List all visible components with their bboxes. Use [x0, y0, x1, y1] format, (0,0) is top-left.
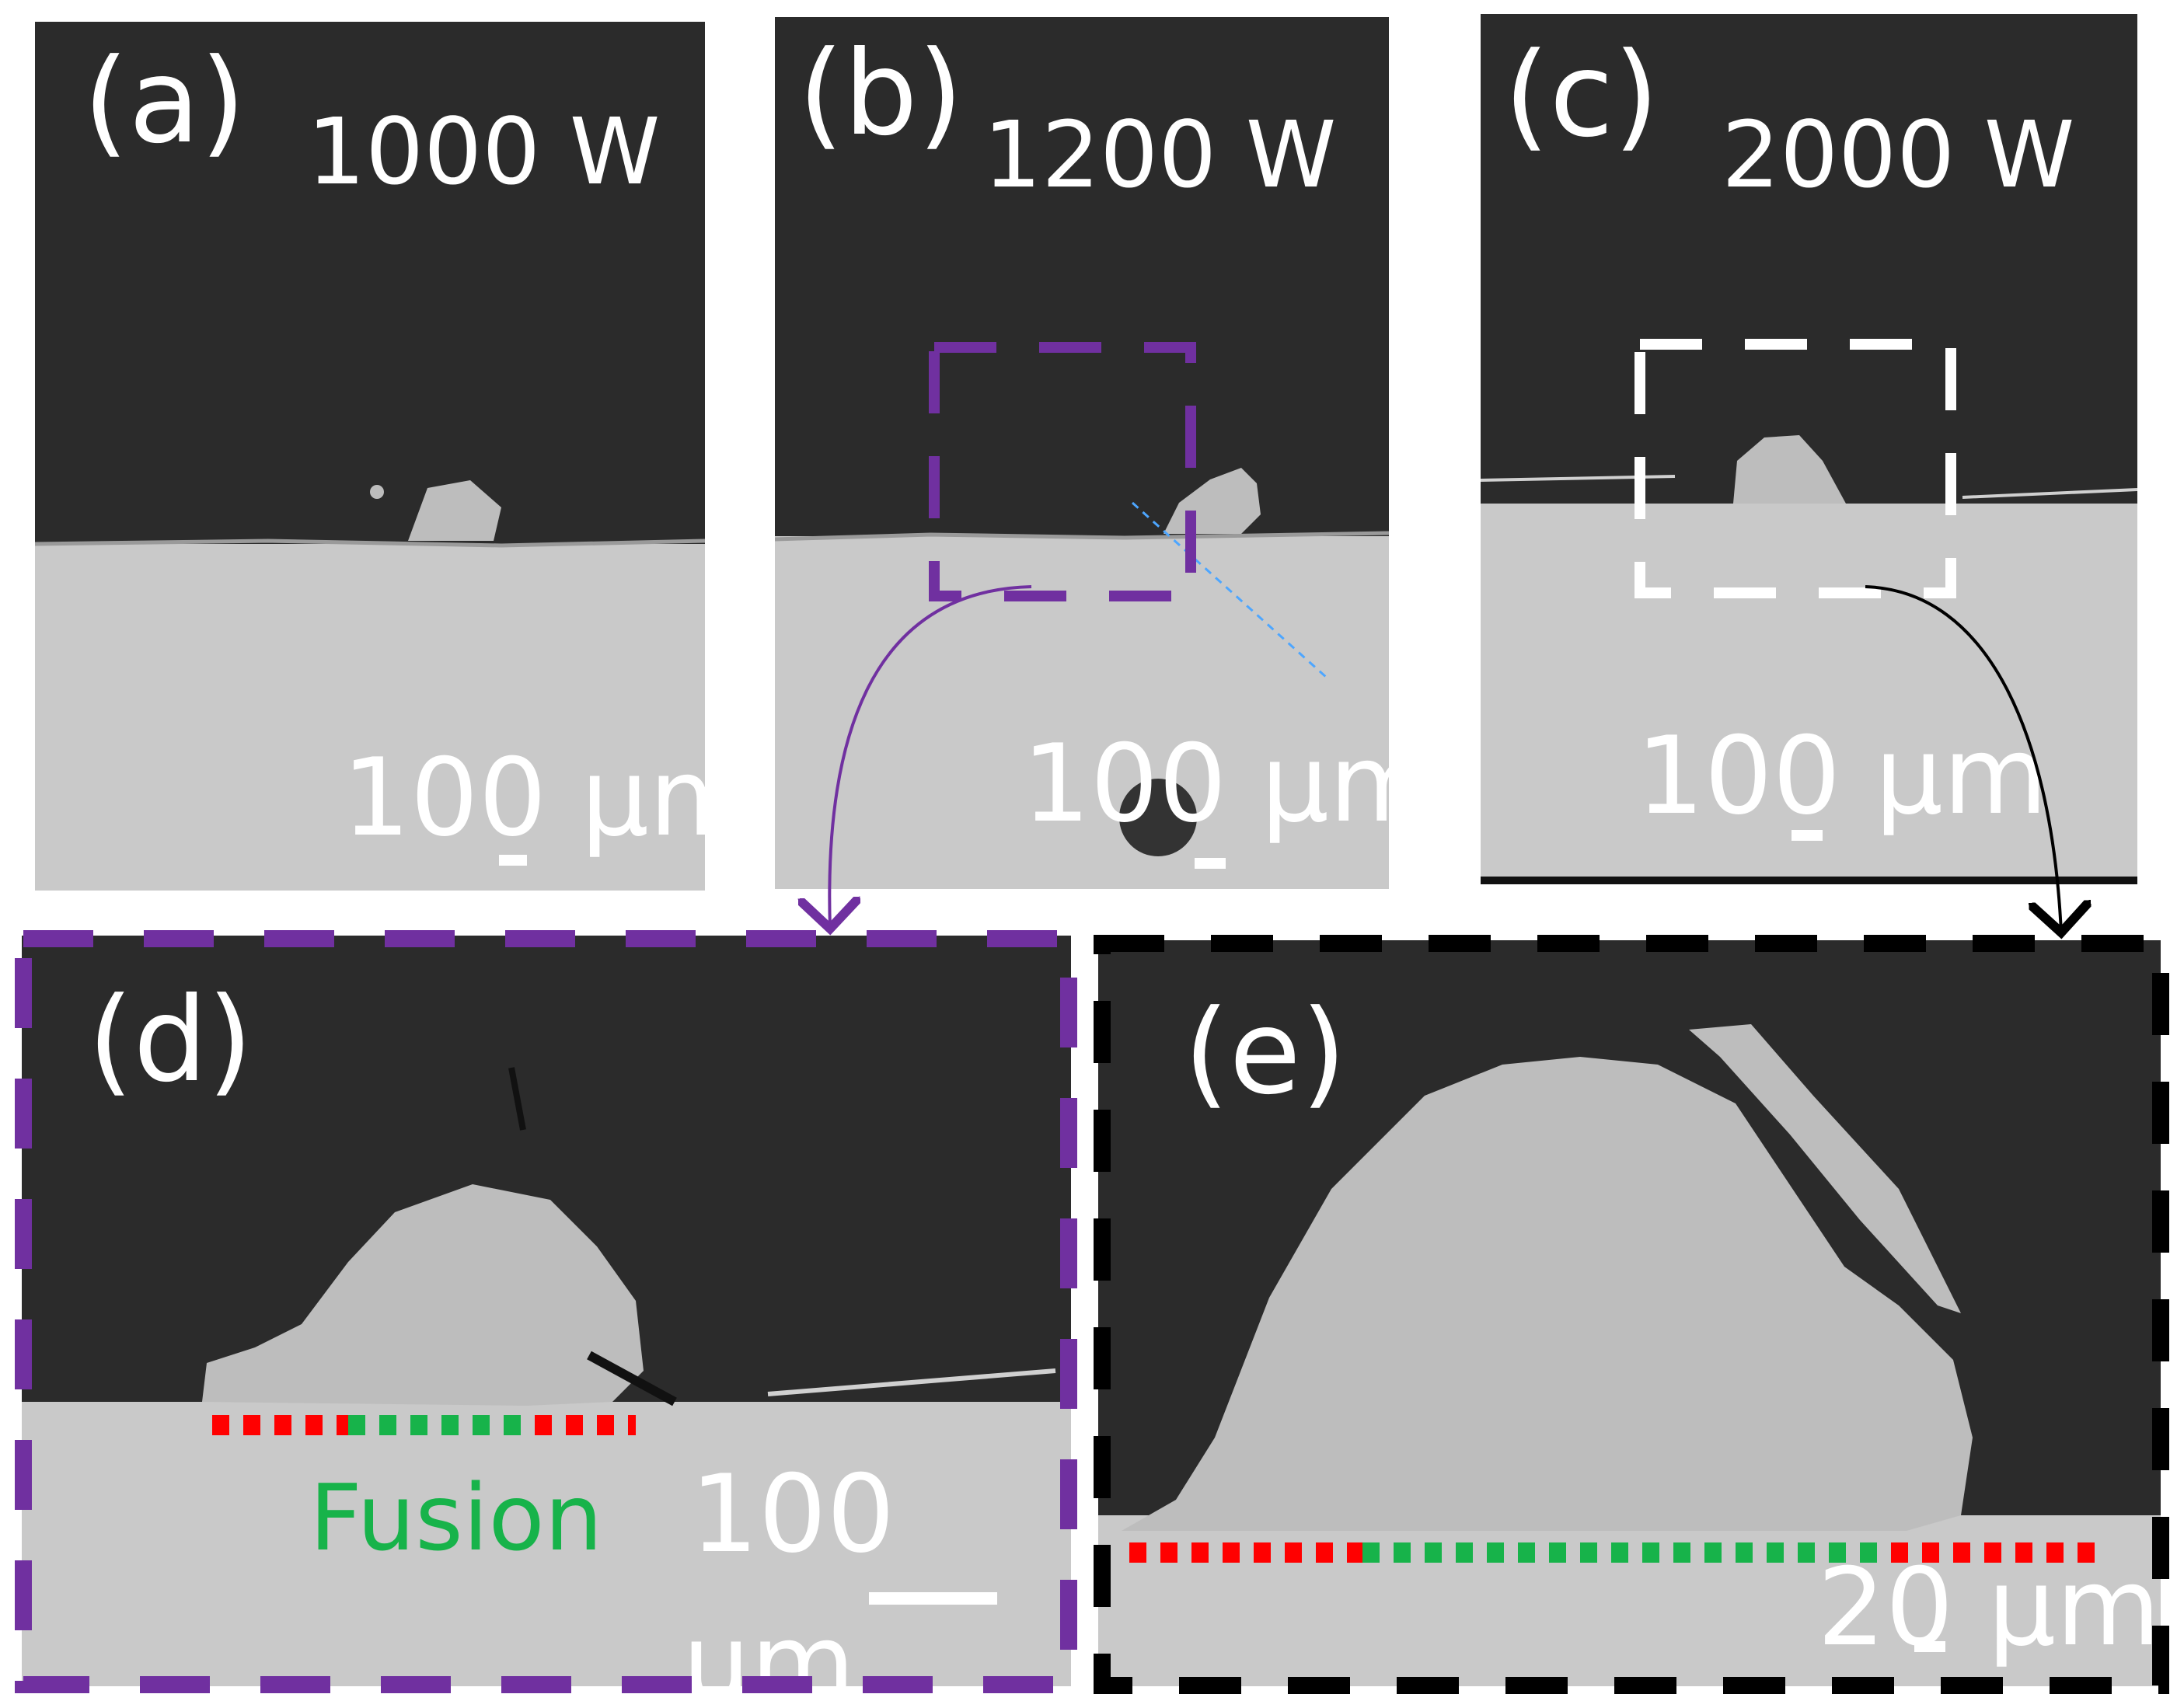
scale-bar: [499, 855, 527, 866]
scale-bar: [1791, 830, 1823, 841]
panel-e: (e) 20 μm: [1098, 940, 2161, 1686]
scale-bar-label-line1: 100: [690, 1452, 895, 1577]
panel-label: (d): [88, 973, 253, 1108]
scale-bar: [1914, 1641, 1945, 1652]
panel-a-micrograph: [35, 22, 705, 891]
panel-label: (a): [83, 34, 246, 169]
pore: [1119, 779, 1197, 856]
power-label: 1200 W: [983, 101, 1337, 208]
scale-bar-label: 100 μm: [1636, 713, 2048, 838]
particle: [408, 480, 501, 541]
panel-a: (a) 1000 W 100 μm: [35, 22, 705, 891]
panel-c: (c) 2000 W 100 μm: [1481, 14, 2137, 884]
zoom-box: [929, 342, 1196, 601]
panel-label: (e): [1184, 985, 1347, 1121]
fusion-annotation: Fusion: [309, 1464, 603, 1571]
panel-c-micrograph: [1481, 14, 2137, 884]
scale-bar: [869, 1592, 997, 1605]
scale-bar-label-line2: μm: [682, 1601, 856, 1687]
power-label: 1000 W: [307, 98, 661, 205]
panel-label: (c): [1504, 28, 1659, 163]
scale-bar-label: 100 μm: [342, 735, 705, 860]
panel-label: (b): [798, 26, 964, 162]
scale-bar-label: 100 μm: [1022, 721, 1389, 846]
zoom-box: [1634, 339, 1956, 598]
power-label: 2000 W: [1722, 101, 2075, 208]
scale-bar-label: 20 μm: [1817, 1545, 2161, 1670]
particle: [1733, 435, 1846, 504]
panel-b: (b) 1200 W 100 μm: [775, 17, 1389, 889]
scale-bar: [1195, 858, 1226, 869]
panel-d: (d) Fusion 100 μm: [22, 936, 1071, 1686]
